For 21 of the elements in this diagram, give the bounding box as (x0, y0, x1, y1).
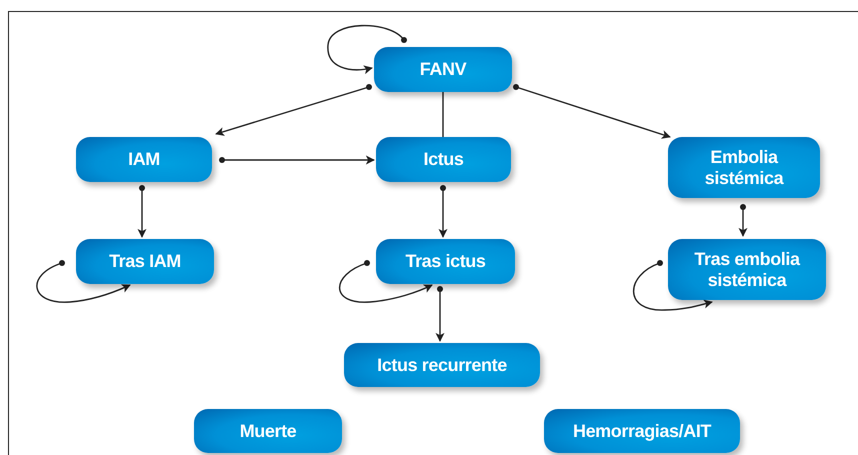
arrow (513, 84, 671, 139)
state-box: Ictus (376, 137, 511, 182)
arrow (215, 84, 372, 136)
state-box: Embolia sistémica (668, 137, 820, 198)
arrow (738, 204, 748, 237)
arrow (436, 286, 444, 342)
state-box: Tras ictus (376, 239, 515, 284)
arrow (138, 185, 146, 238)
loop-arrow (632, 260, 713, 311)
loop-arrow (339, 260, 433, 303)
state-box: FANV (374, 47, 512, 92)
arrow (219, 156, 375, 164)
state-box: Hemorragias/AIT (544, 409, 740, 453)
arrow (438, 185, 448, 238)
state-box: Tras IAM (76, 239, 214, 284)
state-box: Muerte (194, 409, 342, 453)
state-box: IAM (76, 137, 212, 182)
state-box: Ictus recurrente (344, 343, 540, 387)
loop-arrow (36, 260, 131, 303)
state-box: Tras embolia sistémica (668, 239, 826, 300)
loop-arrow (327, 24, 407, 74)
